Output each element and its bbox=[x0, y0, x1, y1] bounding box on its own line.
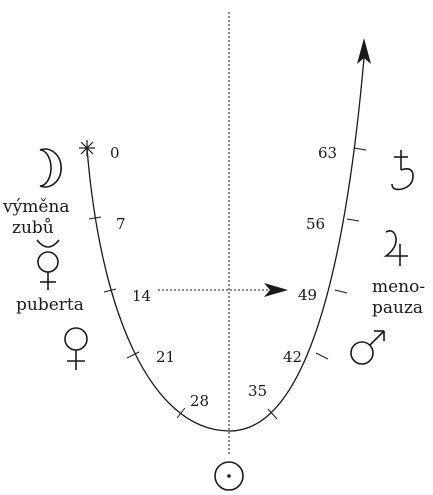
mars-symbol-icon bbox=[350, 330, 385, 365]
tooth-change-label-line1: výměna bbox=[2, 197, 69, 217]
age-7: 7 bbox=[116, 215, 126, 233]
age-14: 14 bbox=[132, 287, 151, 305]
age-28: 28 bbox=[190, 392, 209, 410]
tick-14 bbox=[103, 288, 117, 293]
age-21: 21 bbox=[156, 348, 175, 366]
saturn-symbol-icon bbox=[391, 150, 414, 191]
tooth-change-label-line2: zubů bbox=[12, 218, 54, 238]
age-63: 63 bbox=[318, 144, 337, 162]
tick-21 bbox=[126, 351, 140, 359]
tick-marks bbox=[88, 147, 367, 420]
age-0: 0 bbox=[110, 144, 120, 162]
asterisk-icon bbox=[79, 140, 95, 156]
dotted-arrowhead bbox=[264, 283, 288, 297]
menopause-label-line2: pauza bbox=[372, 298, 423, 318]
tick-28 bbox=[176, 407, 186, 419]
tick-42 bbox=[315, 352, 329, 360]
age-42: 42 bbox=[283, 348, 302, 366]
life-curve bbox=[86, 57, 365, 432]
puberty-label: puberta bbox=[16, 295, 84, 315]
jupiter-symbol-icon bbox=[383, 230, 408, 266]
menopause-label-line1: meno- bbox=[372, 277, 425, 297]
tick-49 bbox=[334, 289, 348, 294]
sun-symbol-icon bbox=[214, 461, 244, 491]
venus-symbol-icon bbox=[64, 327, 88, 370]
mercury-symbol-icon bbox=[36, 239, 60, 290]
tick-35 bbox=[267, 408, 278, 420]
moon-symbol-icon bbox=[39, 148, 62, 188]
age-49: 49 bbox=[298, 286, 317, 304]
tick-63 bbox=[353, 147, 367, 151]
age-56: 56 bbox=[306, 215, 325, 233]
curve-arrowhead bbox=[357, 38, 371, 64]
age-35: 35 bbox=[248, 382, 267, 400]
tick-7 bbox=[88, 216, 102, 220]
tick-56 bbox=[346, 218, 360, 222]
